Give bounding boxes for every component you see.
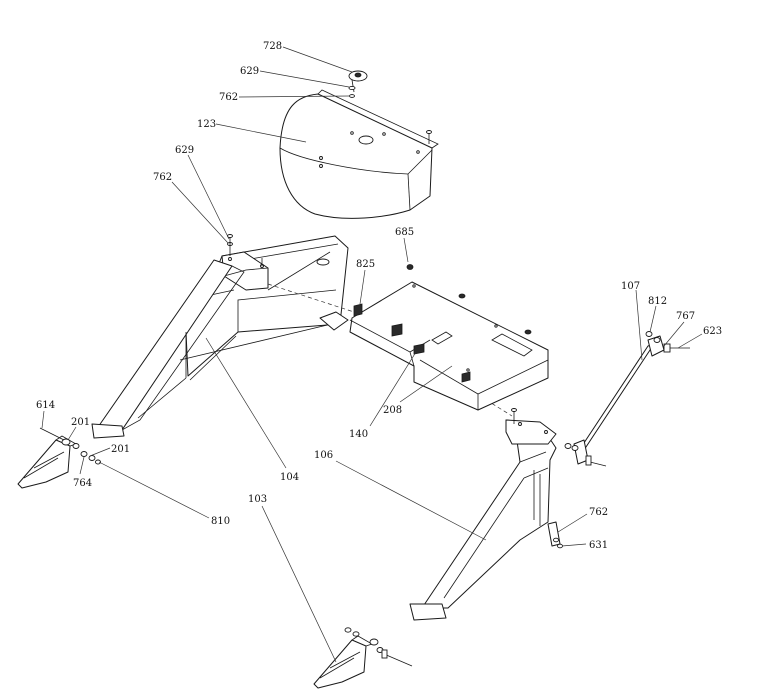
alignment-line-left	[267, 283, 355, 313]
part-103-foot	[313, 627, 413, 689]
leader-lines	[41, 46, 703, 663]
part-106-right-frame	[409, 408, 563, 621]
label-631: 631	[589, 540, 608, 551]
label-107: 107	[621, 281, 640, 292]
label-764: 764	[73, 478, 92, 489]
label-103: 103	[248, 494, 267, 505]
label-728: 728	[263, 41, 282, 52]
label-106: 106	[314, 450, 333, 461]
label-762-right: 762	[589, 507, 608, 518]
label-762-frame: 762	[153, 172, 172, 183]
part-762-nut-top	[349, 94, 355, 98]
cover-bolt	[426, 130, 432, 144]
label-614: 614	[36, 400, 55, 411]
part-629-washer-top	[348, 85, 356, 91]
label-201-left: 201	[71, 417, 90, 428]
label-208: 208	[383, 405, 402, 416]
left-foot-assembly	[17, 427, 101, 489]
part-107-strut	[564, 331, 690, 467]
label-762-top: 762	[219, 92, 238, 103]
part-728-knob	[348, 70, 368, 93]
callout-labels: 728 629 762 123 629 762 685 825 107 812 …	[36, 41, 722, 551]
label-623: 623	[703, 326, 722, 337]
label-812: 812	[648, 296, 667, 307]
label-104: 104	[280, 472, 299, 483]
label-629-frame: 629	[175, 145, 194, 156]
part-104-left-frame	[91, 234, 349, 439]
label-629-top: 629	[240, 66, 259, 77]
label-685: 685	[395, 227, 414, 238]
alignment-line-right	[479, 395, 513, 417]
part-123-cover	[279, 89, 439, 219]
label-767: 767	[676, 311, 695, 322]
label-810: 810	[211, 516, 230, 527]
part-140-center-plate	[349, 264, 549, 411]
label-825: 825	[356, 259, 375, 270]
label-140: 140	[349, 429, 368, 440]
label-123: 123	[197, 119, 216, 130]
label-201-right: 201	[111, 444, 130, 455]
